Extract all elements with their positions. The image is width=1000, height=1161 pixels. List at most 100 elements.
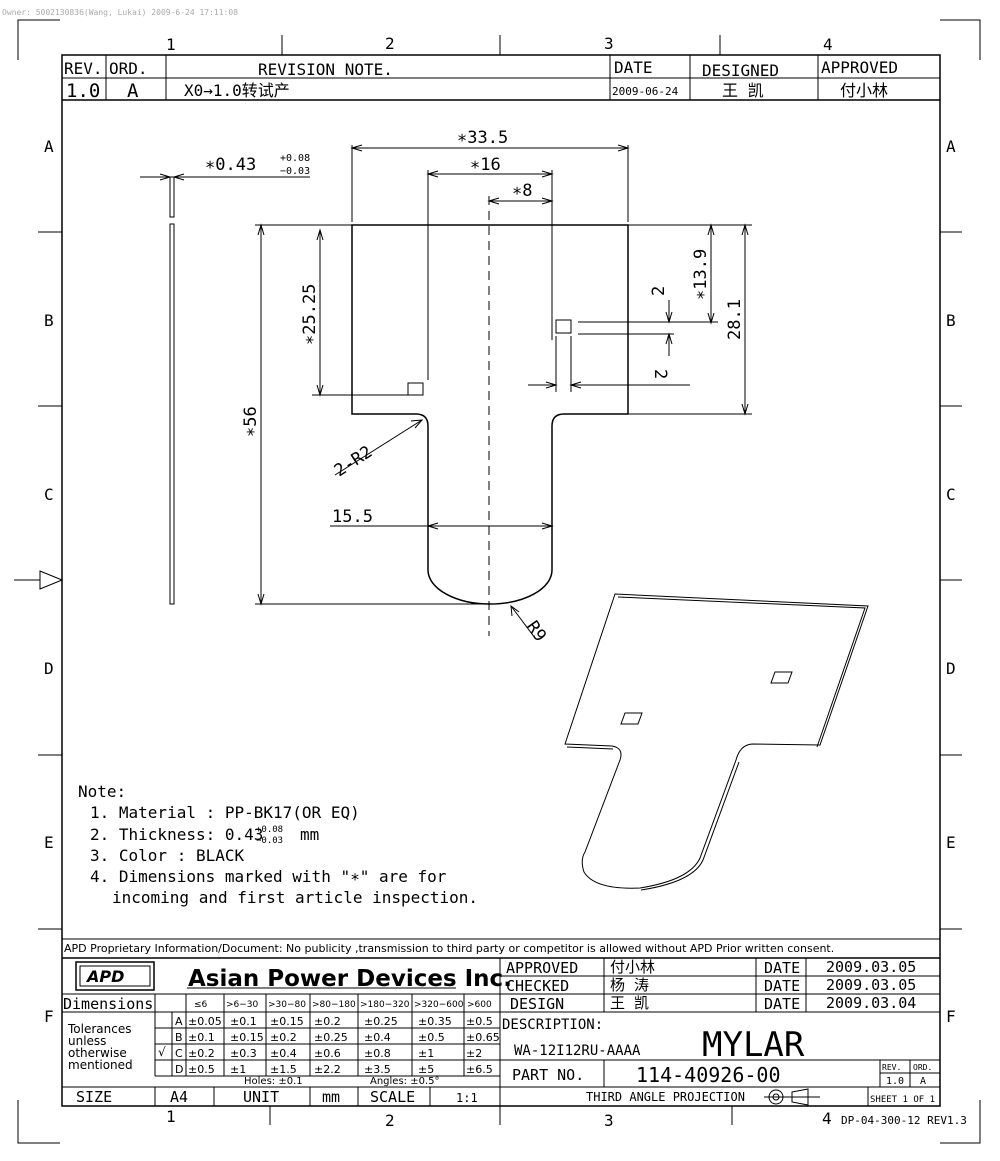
title-block: APD Proprietary Information/Document: No… [62, 938, 940, 1106]
tolerances-label-3: otherwise [68, 1046, 127, 1060]
dim-height-hole-right: ∗13.9 [691, 249, 711, 300]
description-value: MYLAR [702, 1025, 805, 1065]
tol-range-4: >80−180 [312, 1000, 356, 1010]
zone-row-f-right: F [946, 1007, 956, 1026]
zone-row-d-left: D [44, 659, 54, 678]
tolerances-label-4: mentioned [68, 1058, 133, 1072]
tol-cell: ±0.25 [364, 1015, 398, 1028]
dim-thickness-tol-upper: +0.08 [280, 153, 310, 164]
angles-tolerance: Angles: ±0.5° [370, 1076, 440, 1087]
centering-arrow-icon [14, 570, 64, 590]
note-thickness-unit: mm [300, 825, 319, 844]
rev-label-small: REV. [882, 1063, 901, 1072]
dim-radius-corner: 2-R2 [331, 442, 376, 481]
rev-value-small: 1.0 [886, 1076, 904, 1087]
dimensions-label: Dimensions [63, 995, 153, 1013]
dim-thickness: ∗0.43 [205, 155, 256, 175]
designed-header: DESIGNED [702, 61, 779, 80]
tolerance-table: Dimensions ≤6 >6−30 >30−80 >80−180 >180−… [63, 994, 500, 1087]
zone-col-4-bottom: 4 [822, 1109, 832, 1128]
approved-value: 付小林 [840, 81, 888, 100]
tol-cell: ±6.5 [466, 1063, 493, 1076]
zone-row-e-right: E [946, 833, 956, 852]
dim-radius-tip: R9 [522, 617, 550, 645]
dim-width-mid: ∗16 [470, 155, 501, 175]
part-isometric-view [564, 593, 869, 891]
projection-symbol-icon [764, 1088, 820, 1106]
tol-range-1: ≤6 [194, 1000, 208, 1010]
design-date: 2009.03.04 [826, 994, 916, 1012]
side-view: ∗0.43 +0.08 −0.03 [140, 153, 310, 605]
zone-row-e-left: E [44, 833, 54, 852]
zone-col-1-top: 1 [166, 35, 176, 54]
zone-labels: 1 2 3 4 1 2 3 4 A B C D E F A B C D E F [44, 34, 956, 1130]
part-no-value: 114-40926-00 [636, 1063, 781, 1087]
holes-tolerance: Holes: ±0.1 [244, 1076, 303, 1087]
tol-cell: ±5 [418, 1063, 434, 1076]
zone-row-d-right: D [946, 659, 956, 678]
zone-row-a-right: A [946, 137, 956, 156]
tol-range-6: >320−600 [414, 1000, 464, 1010]
zone-col-4-top: 4 [823, 35, 833, 54]
tol-class-check: √ [158, 1045, 166, 1059]
tol-cell: ±0.8 [364, 1047, 391, 1060]
dim-width-total: ∗33.5 [457, 128, 508, 148]
tol-cell: ±0.5 [188, 1063, 215, 1076]
zone-col-2-bottom: 2 [385, 1111, 395, 1130]
tol-cell: ±2.2 [314, 1063, 341, 1076]
tol-cell: ±0.4 [364, 1031, 391, 1044]
scale-label: SCALE [370, 1088, 415, 1106]
unit-label: UNIT [243, 1088, 279, 1106]
note-color: 3. Color : BLACK [90, 846, 244, 865]
dimension-lines [255, 144, 752, 639]
watermark-text: Owner: 5002130836(Wang, Lukai) 2009-6-24… [2, 8, 238, 17]
tol-cell: ±0.15 [270, 1015, 304, 1028]
proprietary-notice: APD Proprietary Information/Document: No… [64, 942, 834, 955]
tol-class-d: D [175, 1063, 183, 1076]
zone-col-2-top: 2 [385, 34, 395, 53]
revision-block: REV. ORD. REVISION NOTE. DATE DESIGNED A… [62, 55, 940, 102]
apd-logo: APD [75, 961, 155, 991]
tol-cell: ±1 [418, 1047, 434, 1060]
tol-cell: ±0.2 [314, 1015, 341, 1028]
zone-row-f-left: F [44, 1007, 54, 1026]
approved-date: 2009.03.05 [826, 958, 916, 976]
dim-height-hole: ∗25.25 [300, 284, 320, 345]
tol-cell: ±0.2 [270, 1031, 297, 1044]
ord-value-small: A [920, 1076, 926, 1087]
tol-cell: ±0.65 [466, 1031, 500, 1044]
note-dimensions: 4. Dimensions marked with "∗" are for [90, 867, 447, 886]
note-thickness-tol-upper: +0.08 [256, 825, 283, 835]
ord-value: A [127, 80, 139, 102]
tol-cell: ±0.6 [314, 1047, 341, 1060]
dim-width-half: ∗8 [512, 181, 532, 201]
projection-label: THIRD ANGLE PROJECTION [586, 1090, 745, 1104]
zone-col-1-bottom: 1 [166, 1107, 176, 1126]
tol-cell: ±2 [466, 1047, 482, 1060]
checked-date-label: DATE [764, 977, 800, 995]
note-material: 1. Material : PP-BK17(OR EQ) [90, 803, 360, 822]
zone-row-c-left: C [44, 485, 54, 504]
dim-height-body: 28.1 [725, 299, 745, 340]
design-label: DESIGN [510, 995, 564, 1013]
tol-class-b: B [175, 1031, 183, 1044]
hole-left [407, 382, 424, 396]
tol-range-2: >6−30 [226, 1000, 259, 1010]
note-inspection: incoming and first article inspection. [112, 888, 478, 907]
tol-cell: ±0.5 [418, 1031, 445, 1044]
scale-value: 1:1 [456, 1091, 478, 1105]
tol-cell: ±0.15 [230, 1031, 264, 1044]
dim-tab-width: 15.5 [332, 507, 373, 527]
zone-row-c-right: C [946, 485, 956, 504]
model-number: WA-12I12RU-AAAA [514, 1043, 641, 1059]
tol-class-c: C [175, 1047, 183, 1060]
size-label: SIZE [76, 1088, 112, 1106]
designed-value: 王 凯 [722, 81, 764, 100]
approved-date-label: DATE [764, 959, 800, 977]
dim-height-total: ∗56 [241, 406, 261, 437]
sheet-number: SHEET 1 OF 1 [870, 1095, 935, 1105]
zone-row-b-right: B [946, 311, 956, 330]
tol-cell: ±0.1 [230, 1015, 257, 1028]
tol-cell: ±0.35 [418, 1015, 452, 1028]
